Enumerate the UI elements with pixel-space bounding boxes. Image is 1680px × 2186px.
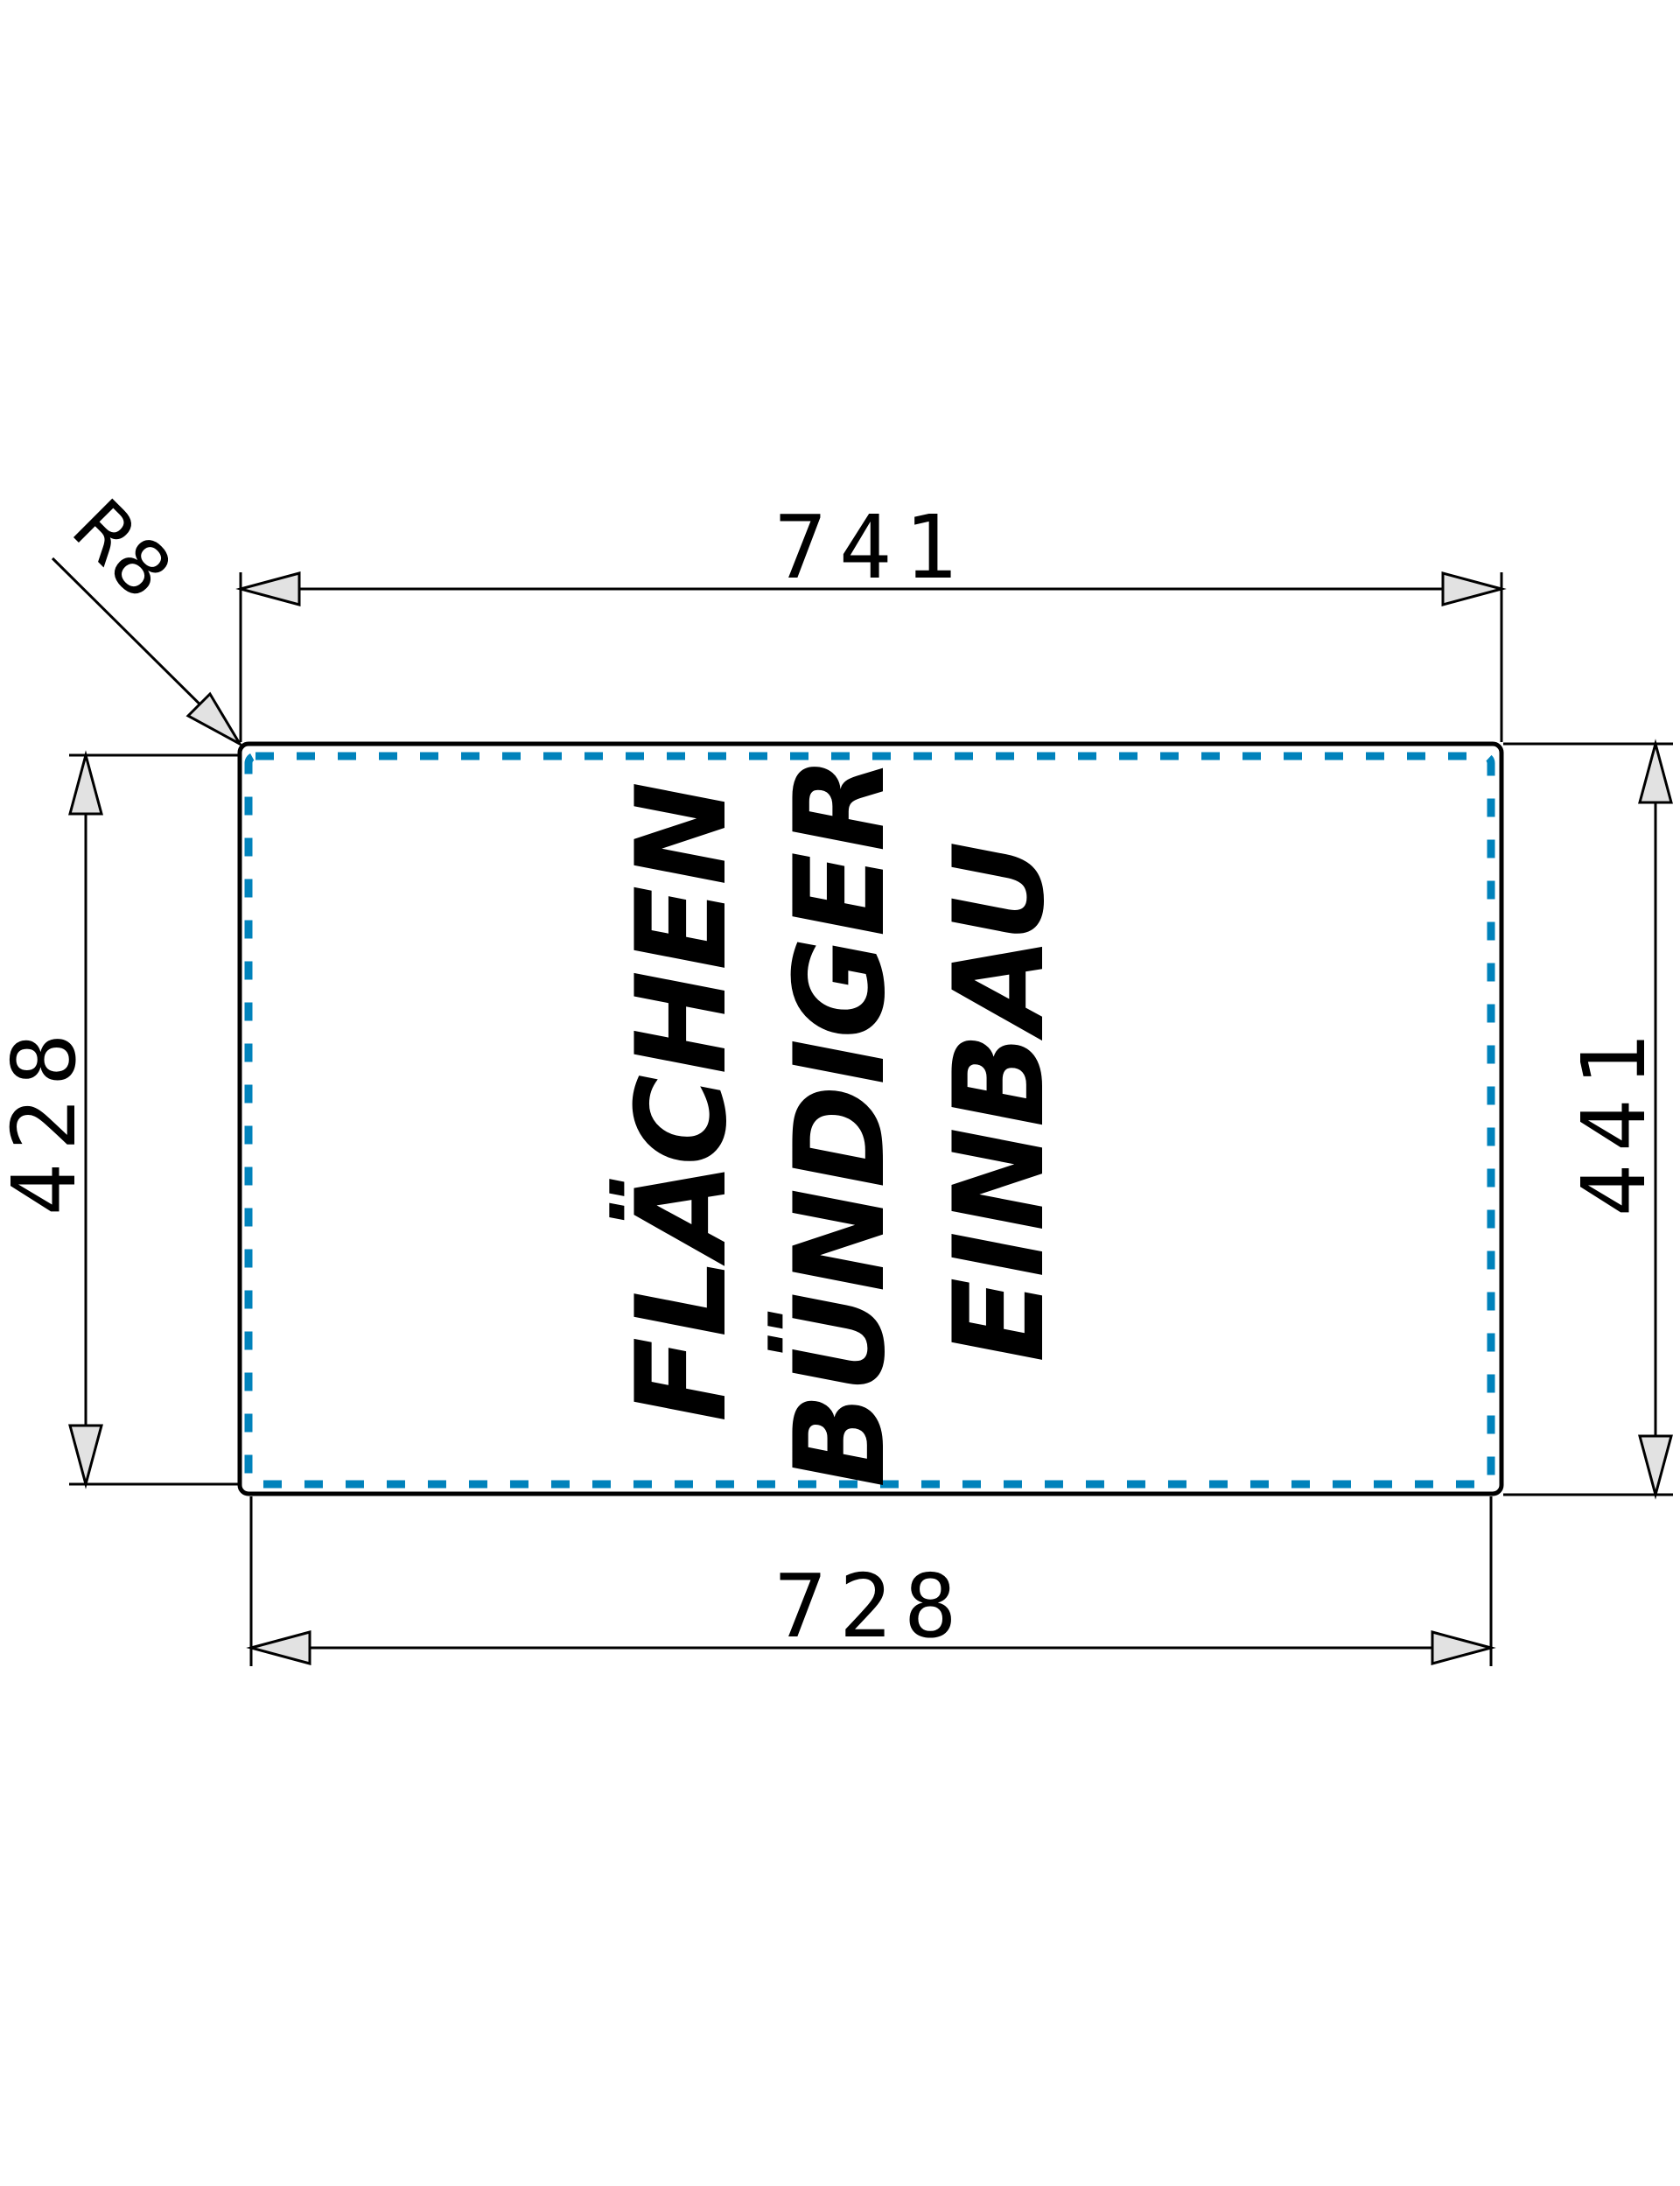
label-line-3: EINBAU — [928, 841, 1072, 1363]
arrow-right-icon — [1441, 571, 1507, 606]
bottom-width-label: 728 — [774, 1555, 970, 1657]
top-width-dimension: 741 — [235, 496, 1507, 742]
arrow-down-icon — [68, 1424, 103, 1489]
outer-cutout-outline — [237, 741, 1504, 1496]
arrow-left-icon — [246, 1630, 312, 1665]
leader-arrow-icon — [186, 691, 244, 747]
arrow-up-icon — [68, 750, 103, 816]
left-height-dimension: 428 — [0, 750, 238, 1489]
arrow-left-icon — [235, 571, 301, 606]
arrow-up-icon — [1638, 739, 1673, 804]
corner-radius-callout: R8 — [51, 483, 244, 747]
corner-radius-label: R8 — [55, 483, 188, 616]
flush-mount-label: FLÄCHEN BÜNDIGER EINBAU — [608, 756, 1072, 1488]
arrow-down-icon — [1638, 1434, 1673, 1500]
right-height-label: 441 — [1563, 1022, 1665, 1217]
label-line-2: BÜNDIGER — [766, 756, 913, 1488]
bottom-width-dimension: 728 — [246, 1496, 1496, 1666]
right-height-dimension: 441 — [1503, 739, 1673, 1500]
top-width-label: 741 — [774, 496, 970, 599]
left-height-label: 428 — [0, 1021, 95, 1216]
label-line-1: FLÄCHEN — [608, 781, 754, 1422]
arrow-right-icon — [1431, 1630, 1496, 1665]
